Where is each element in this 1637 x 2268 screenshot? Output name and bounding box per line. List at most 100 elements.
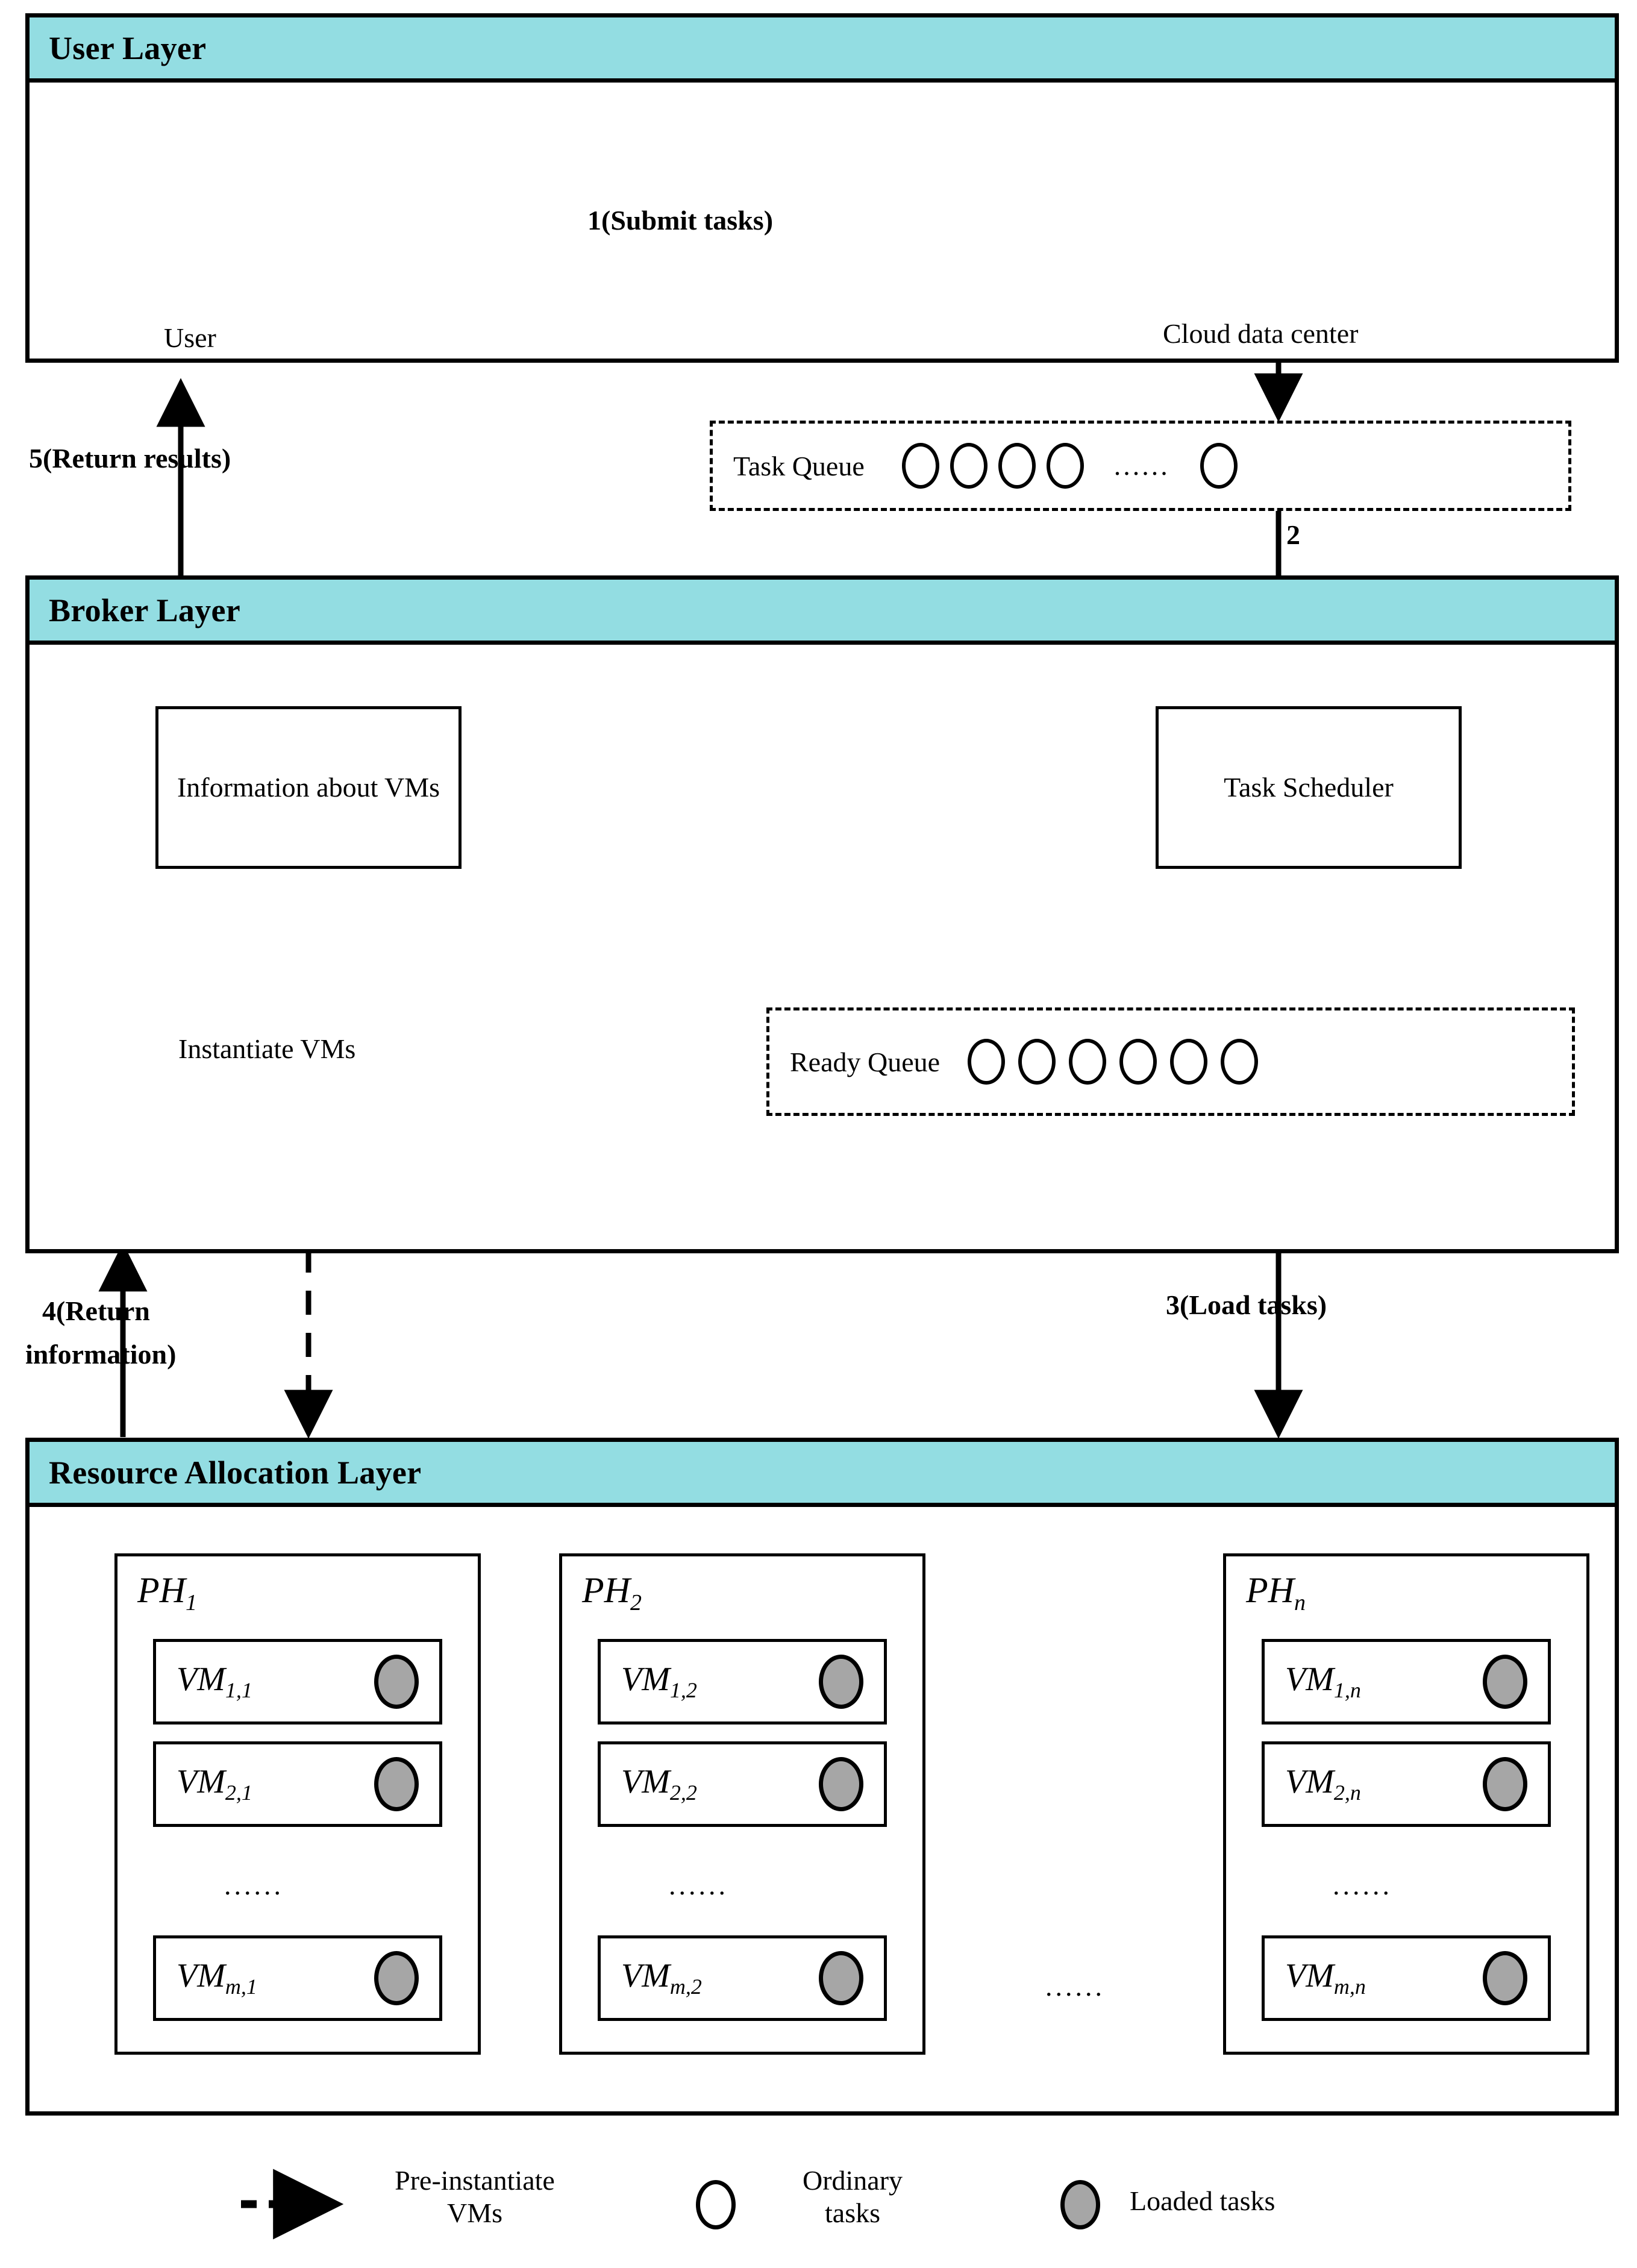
vm-label: VMm,n (1265, 1956, 1366, 1999)
vm-box[interactable]: VMm,2 (598, 1935, 887, 2021)
ready-queue: Ready Queue (766, 1007, 1575, 1116)
flow-2-label: 2 (1286, 519, 1300, 550)
legend-ordinary-tasks: Ordinary tasks (762, 2164, 943, 2230)
task-queue-label: Task Queue (733, 450, 865, 481)
vm-sub-text: m,2 (669, 1975, 702, 1999)
vm-box[interactable]: VM1,1 (153, 1639, 442, 1724)
user-layer-header: User Layer (30, 17, 1615, 83)
vm-box[interactable]: VM1,2 (598, 1639, 887, 1724)
ph2-sub: 2 (630, 1590, 642, 1615)
vm-label: VM2,n (1265, 1762, 1361, 1805)
ordinary-task-circle (998, 443, 1036, 489)
vm-name-text: VM (177, 1661, 225, 1699)
ordinary-task-circle (1069, 1039, 1107, 1085)
vm-label: VM2,1 (156, 1762, 252, 1805)
loaded-task-disc-icon (374, 1757, 419, 1811)
vm-label: VM1,2 (601, 1660, 697, 1703)
vm-label: VM1,n (1265, 1660, 1361, 1703)
vm-sub-text: 1,1 (225, 1678, 252, 1703)
vm-sub-text: 2,2 (669, 1781, 697, 1805)
vm-name-text: VM (177, 1957, 225, 1995)
ordinary-task-circle (1018, 1039, 1056, 1085)
ph1-sub: 1 (185, 1590, 197, 1615)
ordinary-task-circle (1221, 1039, 1259, 1085)
legend-line-2: tasks (825, 2198, 880, 2229)
vm-sub-text: 1,n (1333, 1678, 1361, 1703)
broker-layer-title: Broker Layer (49, 592, 241, 628)
physical-host-1-label: PH1 (137, 1570, 197, 1616)
vm-sub-text: m,1 (225, 1975, 257, 1999)
vm-sub-text: 2,1 (225, 1781, 252, 1805)
vm-name-text: VM (1285, 1957, 1334, 1995)
hosts-ellipsis: ...... (1045, 1971, 1105, 2002)
ph2-vm-ellipsis: ...... (669, 1870, 728, 1900)
vm-sub-text: m,n (1333, 1975, 1366, 1999)
loaded-task-disc-icon (1483, 1951, 1527, 2005)
legend-loaded-task-icon (1060, 2180, 1100, 2229)
ph2-name: PH (582, 1570, 630, 1610)
loaded-task-disc-icon (819, 1655, 863, 1709)
vm-sub-text: 1,2 (669, 1678, 697, 1703)
ph1-vm-ellipsis: ...... (224, 1870, 284, 1900)
loaded-task-disc-icon (819, 1757, 863, 1811)
broker-layer: Broker Layer (25, 575, 1619, 1253)
user-layer: User Layer (25, 13, 1619, 363)
vm-name-text: VM (621, 1957, 670, 1995)
vm-box[interactable]: VM1,n (1262, 1639, 1551, 1724)
task-queue-circles: ...... (901, 443, 1238, 489)
vm-label: VM2,2 (601, 1762, 697, 1805)
vm-name-text: VM (1285, 1661, 1334, 1699)
instantiate-vms-label: Instantiate VMs (178, 1033, 356, 1064)
loaded-task-disc-icon (374, 1655, 419, 1709)
legend-line-1: Ordinary (802, 2165, 903, 2196)
vm-name-text: VM (1285, 1763, 1334, 1801)
user-layer-title: User Layer (49, 30, 207, 66)
vm-sub-text: 2,n (1333, 1781, 1361, 1805)
submit-tasks-label: 1(Submit tasks) (587, 205, 774, 236)
phn-vm-ellipsis: ...... (1333, 1870, 1392, 1900)
legend-ordinary-task-icon (696, 2180, 736, 2229)
ordinary-task-circle (968, 1039, 1006, 1085)
vm-label: VMm,1 (156, 1956, 257, 1999)
ordinary-task-circle (950, 443, 988, 489)
information-about-vms-box[interactable]: Information about VMs (155, 706, 462, 869)
ph1-name: PH (137, 1570, 186, 1610)
loaded-task-disc-icon (819, 1951, 863, 2005)
legend-pre-instantiate-vms: Pre-instantiate VMs (348, 2164, 601, 2230)
cloud-data-center-label: Cloud data center (1163, 318, 1359, 349)
vm-name-text: VM (621, 1661, 670, 1699)
task-queue-ellipsis: ...... (1113, 450, 1170, 481)
loaded-task-disc-icon (1483, 1655, 1527, 1709)
legend-line-1: Pre-instantiate (395, 2165, 555, 2196)
ordinary-task-circle (1170, 1039, 1208, 1085)
ready-queue-circles (968, 1039, 1259, 1085)
loaded-task-disc-icon (1483, 1757, 1527, 1811)
resource-allocation-layer-header: Resource Allocation Layer (30, 1442, 1615, 1507)
vm-box[interactable]: VMm,n (1262, 1935, 1551, 2021)
legend-line-2: VMs (446, 2198, 503, 2229)
vm-box[interactable]: VM2,1 (153, 1741, 442, 1827)
load-tasks-label: 3(Load tasks) (1166, 1289, 1327, 1320)
ordinary-task-circle (1200, 443, 1238, 489)
vm-label: VM1,1 (156, 1660, 252, 1703)
ordinary-task-circle (1119, 1039, 1157, 1085)
legend-line-1: Loaded tasks (1130, 2185, 1275, 2216)
phn-sub: n (1294, 1590, 1306, 1615)
broker-layer-header: Broker Layer (30, 580, 1615, 645)
information-about-vms-label: Information about VMs (177, 771, 440, 803)
physical-host-n-label: PHn (1246, 1570, 1306, 1616)
phn-name: PH (1246, 1570, 1294, 1610)
task-scheduler-label: Task Scheduler (1224, 771, 1394, 803)
vm-box[interactable]: VM2,n (1262, 1741, 1551, 1827)
vm-box[interactable]: VMm,1 (153, 1935, 442, 2021)
return-information-label-line2: information) (25, 1339, 177, 1370)
vm-name-text: VM (621, 1763, 670, 1801)
task-scheduler-box[interactable]: Task Scheduler (1156, 706, 1462, 869)
loaded-task-disc-icon (374, 1951, 419, 2005)
vm-box[interactable]: VM2,2 (598, 1741, 887, 1827)
task-queue: Task Queue ...... (710, 421, 1571, 511)
return-results-label: 5(Return results) (29, 443, 231, 474)
return-information-label-line1: 4(Return (42, 1295, 150, 1326)
vm-label: VMm,2 (601, 1956, 702, 1999)
ordinary-task-circle (901, 443, 939, 489)
